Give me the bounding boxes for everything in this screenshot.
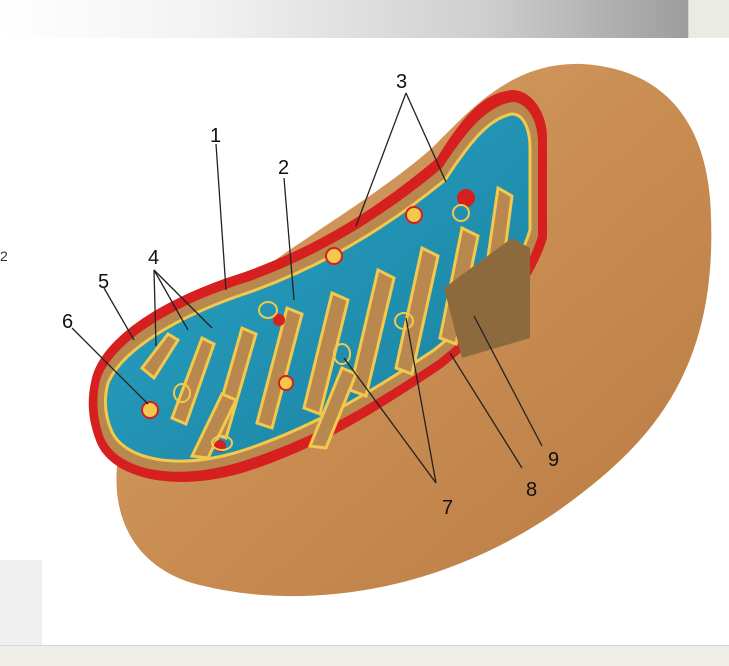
header-gradient-bar bbox=[0, 0, 688, 38]
label-9: 9 bbox=[548, 449, 559, 471]
label-4: 4 bbox=[148, 247, 159, 269]
left-margin-strip bbox=[0, 38, 42, 645]
mitochondrion-diagram: 1 2 3 4 5 6 7 8 9 bbox=[42, 38, 729, 645]
label-6: 6 bbox=[62, 311, 73, 333]
diagram-canvas: 1 2 3 4 5 6 7 8 9 bbox=[42, 38, 729, 645]
header-corner-panel bbox=[688, 0, 729, 38]
label-5: 5 bbox=[98, 271, 109, 293]
left-margin-lower bbox=[0, 560, 42, 645]
label-3: 3 bbox=[396, 71, 407, 93]
label-1: 1 bbox=[210, 125, 221, 147]
label-8: 8 bbox=[526, 479, 537, 501]
side-label-fragment: 2 bbox=[0, 248, 8, 264]
footer-bar bbox=[0, 645, 729, 666]
label-2: 2 bbox=[278, 157, 289, 179]
label-7: 7 bbox=[442, 497, 453, 519]
